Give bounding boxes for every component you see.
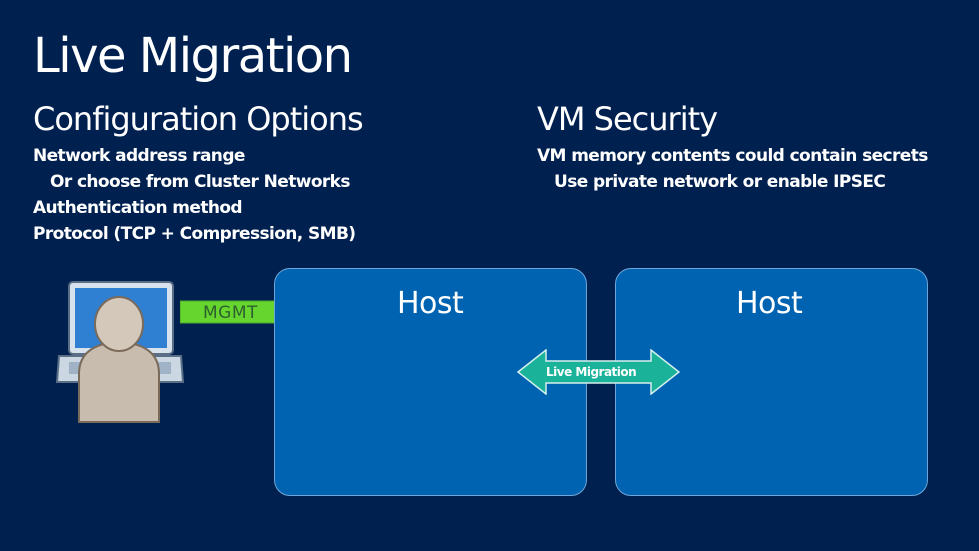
security-heading: VM Security: [537, 100, 718, 138]
security-item: VM memory contents could contain secrets: [537, 146, 928, 166]
config-item: Protocol (TCP + Compression, SMB): [33, 224, 356, 244]
host-right-label: Host: [736, 286, 803, 321]
mgmt-label: MGMT: [203, 303, 258, 323]
live-migration-arrow: [517, 349, 680, 395]
config-section: Configuration Options Network address ra…: [33, 100, 364, 247]
config-item: Authentication method: [33, 198, 243, 218]
page-title: Live Migration: [33, 28, 353, 84]
host-left-label: Host: [397, 286, 464, 321]
laptop-user-icon: [55, 281, 185, 423]
config-heading: Configuration Options: [33, 100, 364, 138]
user-icon: [78, 296, 160, 423]
security-section: VM Security VM memory contents could con…: [537, 100, 928, 195]
config-subitem: Or choose from Cluster Networks: [50, 172, 351, 192]
config-item: Network address range: [33, 146, 245, 166]
live-migration-label: Live Migration: [546, 365, 637, 379]
security-subitem: Use private network or enable IPSEC: [554, 172, 886, 192]
